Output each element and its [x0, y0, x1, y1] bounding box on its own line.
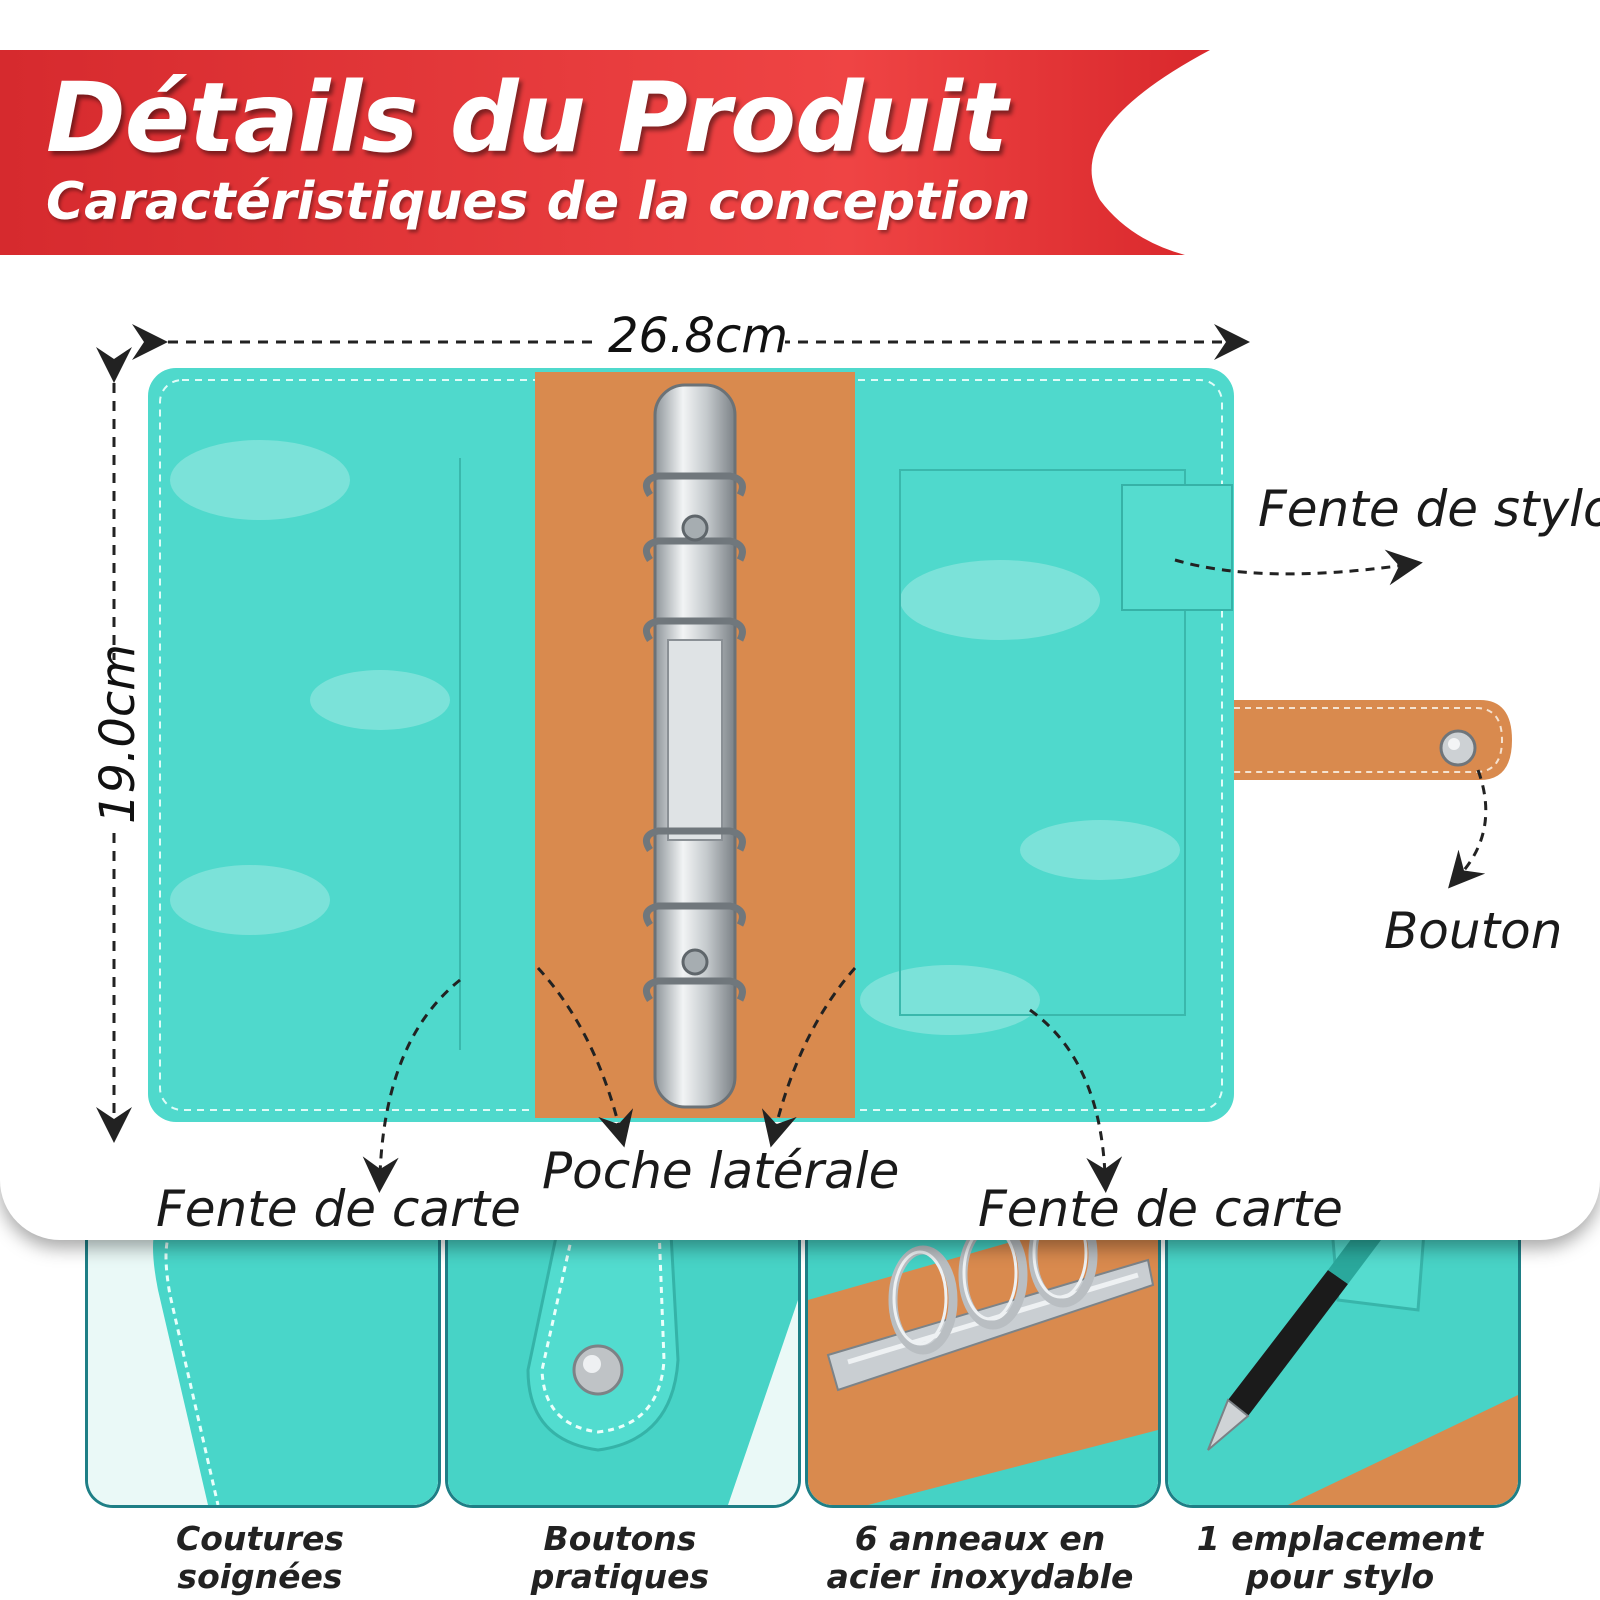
feature-label-line2: soignées	[177, 1557, 343, 1596]
button-label: Bouton	[1384, 902, 1563, 960]
feature-label-pen: 1 emplacement pour stylo	[1165, 1520, 1515, 1596]
height-label: 19.0cm	[90, 643, 146, 824]
feature-label-line2: pratiques	[530, 1557, 710, 1596]
banner-title: Détails du Produit	[46, 62, 1008, 174]
rivet-bottom	[681, 948, 709, 976]
right-card-slot	[899, 469, 1186, 1016]
feature-label-line2: acier inoxydable	[826, 1557, 1134, 1596]
pen-slot-tab	[1121, 484, 1233, 611]
button-arrow	[1448, 769, 1488, 889]
rings-illustration	[808, 1180, 1158, 1505]
binder-illustration	[96, 324, 1512, 1193]
closure-strap	[1234, 700, 1512, 780]
feature-label-line1: Coutures	[176, 1519, 344, 1558]
feature-label-rings: 6 anneaux en acier inoxydable	[805, 1520, 1155, 1596]
card-slot-left-label: Fente de carte	[156, 1180, 521, 1238]
feature-label-line1: 6 anneaux en	[854, 1519, 1106, 1558]
side-pocket-label: Poche latérale	[542, 1142, 900, 1200]
feature-label-line1: 1 emplacement	[1196, 1519, 1484, 1558]
side-pocket-arrow-right	[761, 967, 857, 1148]
feature-label-line2: pour stylo	[1245, 1557, 1435, 1596]
leather-texture	[170, 440, 1180, 1035]
feature-label-button: Boutons pratiques	[445, 1520, 795, 1596]
width-label: 26.8cm	[608, 308, 789, 364]
pen-slot-arrow	[1174, 549, 1423, 586]
card-slot-right-label: Fente de carte	[978, 1180, 1343, 1238]
feature-label-line1: Boutons	[543, 1519, 697, 1558]
banner-subtitle: Caractéristiques de la conception	[46, 172, 1031, 232]
feature-label-stitching: Coutures soignées	[85, 1520, 435, 1596]
banner-ribbon-shape	[0, 50, 1210, 255]
rivet-top	[681, 514, 709, 542]
side-pocket-arrow-left	[536, 966, 634, 1148]
feature-thumbnails: Coutures soignées Boutons pratiques 6 an…	[0, 1180, 1600, 1600]
right-card-slot-arrow	[1029, 1008, 1123, 1193]
title-banner	[0, 50, 1210, 260]
left-card-slot-arrow	[362, 978, 461, 1193]
pen-slot-label: Fente de stylo	[1258, 480, 1600, 538]
